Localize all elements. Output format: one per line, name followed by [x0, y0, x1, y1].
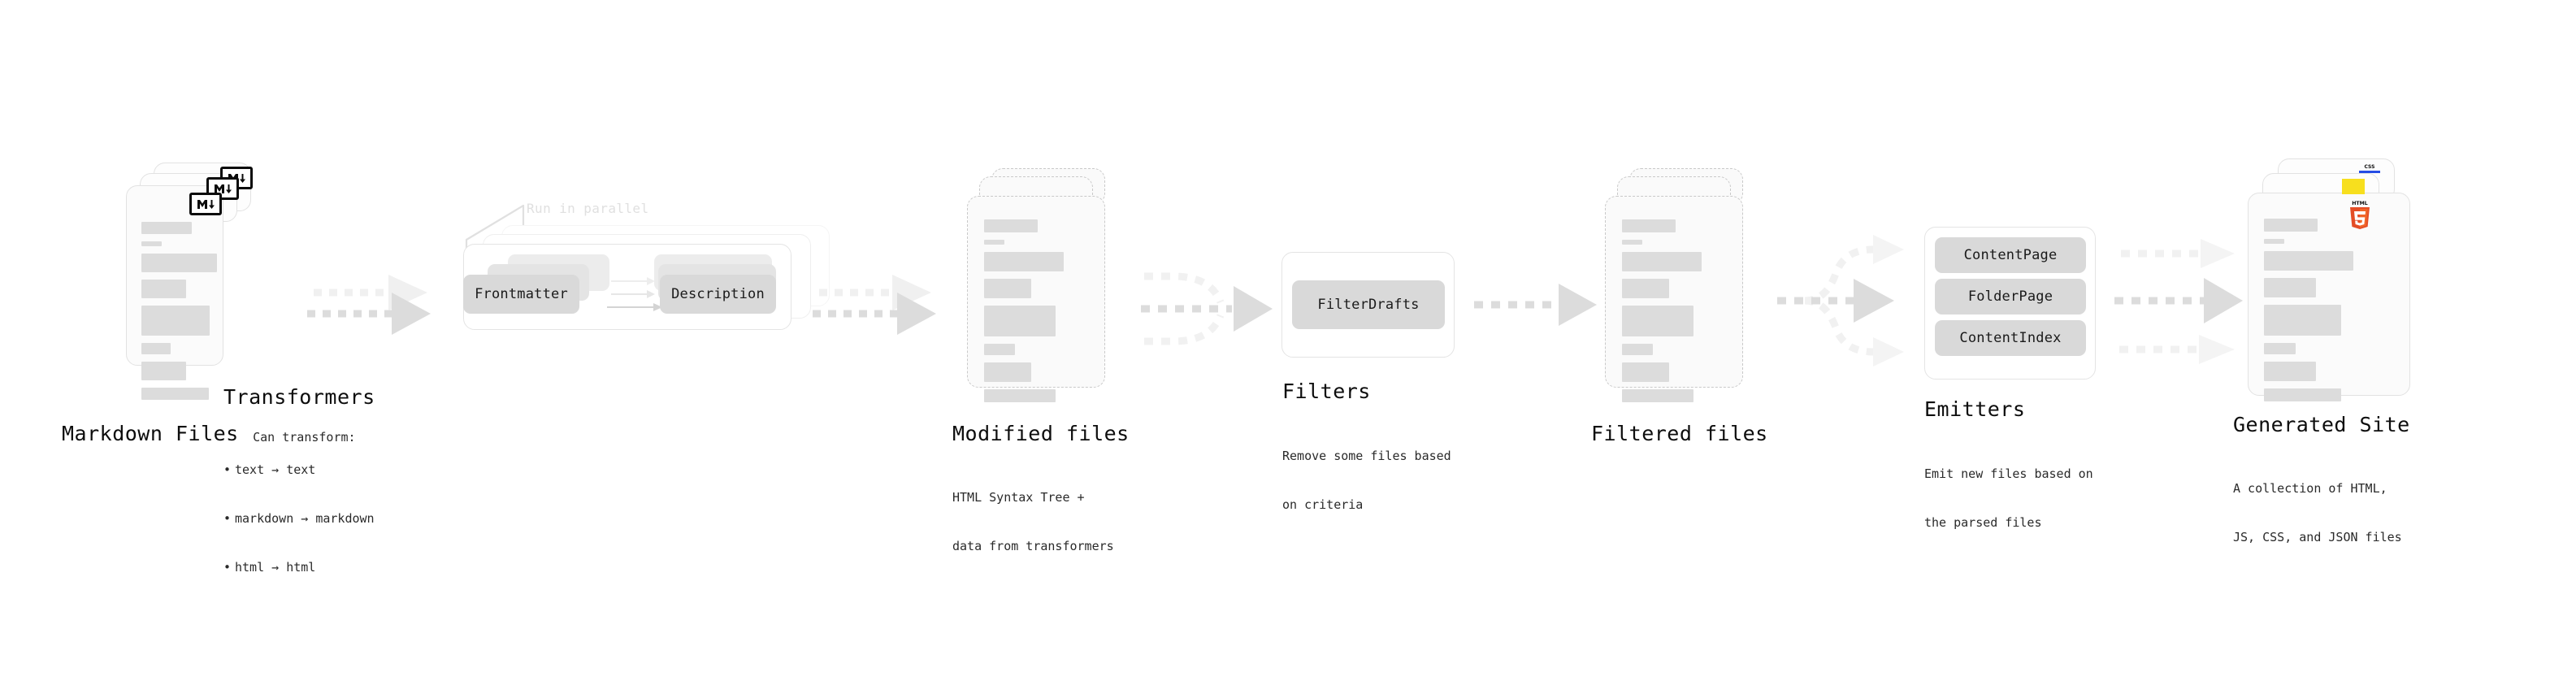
doc-line [141, 306, 210, 336]
modified-files-caption: HTML Syntax Tree + data from transformer… [952, 457, 1114, 587]
doc-line [141, 343, 171, 354]
doc-line [984, 306, 1056, 336]
doc-line [984, 389, 1056, 402]
bullet-dot-icon: • [223, 511, 232, 526]
filters-title: Filters [1282, 380, 1371, 403]
doc-line [2264, 278, 2316, 297]
doc-line [1622, 344, 1653, 355]
doc-line [2264, 388, 2341, 401]
filtered-card-front [1605, 196, 1743, 402]
generated-card-front [2248, 193, 2410, 401]
doc-line [984, 219, 1038, 232]
generated-card-lines [2264, 219, 2395, 409]
css-badge-text: CSS [2364, 164, 2375, 170]
doc-line [1622, 252, 1702, 271]
emitters-title: Emitters [1924, 397, 2026, 421]
doc-line [984, 362, 1031, 382]
arrow-emitters-to-generated [2114, 239, 2243, 364]
transformers-title: Transformers [223, 385, 375, 409]
transform-bullet-markdown: •markdown → markdown [223, 511, 375, 526]
markdown-files-title: Markdown Files [62, 422, 239, 445]
doc-line [1622, 279, 1669, 298]
js-badge [2342, 179, 2365, 194]
doc-line [984, 279, 1031, 298]
markdown-glyph [197, 199, 215, 209]
doc-line [2264, 305, 2341, 336]
filtered-files-title: Filtered files [1591, 422, 1768, 445]
doc-line [1622, 362, 1669, 382]
filter-drafts-pill[interactable]: FilterDrafts [1292, 280, 1445, 329]
run-in-parallel-label: Run in parallel [527, 201, 649, 216]
doc-line [2264, 251, 2353, 271]
generated-caption-line-2: JS, CSS, and JSON files [2233, 530, 2402, 544]
modified-card-front [967, 196, 1105, 402]
can-transform-heading: Can transform: [253, 430, 356, 445]
arrow-modified-to-filters [1141, 272, 1273, 345]
filters-caption: Remove some files based on criteria [1282, 415, 1451, 545]
modified-caption-line-2: data from transformers [952, 539, 1114, 553]
arrow-transformers-to-modified [813, 275, 936, 335]
bullet-dot-icon: • [223, 462, 232, 477]
html5-badge: HTML [2348, 199, 2372, 230]
doc-line [984, 252, 1064, 271]
filters-caption-line-2: on criteria [1282, 497, 1364, 512]
css-badge: CSS [2359, 164, 2380, 175]
transform-bullet-html: •html → html [223, 560, 316, 575]
transform-bullet-text: •text → text [223, 462, 316, 477]
doc-line [984, 344, 1015, 355]
emitters-caption: Emit new files based on the parsed files [1924, 433, 2093, 563]
generated-site-caption: A collection of HTML, JS, CSS, and JSON … [2233, 448, 2402, 578]
filters-caption-line-1: Remove some files based [1282, 449, 1451, 463]
doc-line [2264, 362, 2316, 381]
arrow-filtered-to-emitters [1777, 235, 1904, 367]
emitters-caption-line-2: the parsed files [1924, 515, 2042, 530]
markdown-badge-front [189, 193, 222, 215]
doc-line [141, 280, 186, 298]
generated-site-title: Generated Site [2233, 413, 2410, 436]
content-index-pill[interactable]: ContentIndex [1935, 320, 2086, 356]
html5-badge-icon: HTML [2350, 201, 2370, 229]
bullet-dot-icon: • [223, 560, 232, 575]
description-pill[interactable]: Description [660, 275, 776, 314]
modified-card-lines [984, 219, 1090, 410]
doc-line [141, 241, 162, 246]
doc-line [2264, 239, 2284, 244]
frontmatter-pill[interactable]: Frontmatter [463, 275, 579, 314]
doc-line [141, 388, 209, 400]
arrow-markdown-to-transformers [307, 275, 431, 335]
doc-line [984, 240, 1004, 245]
doc-line [2264, 343, 2296, 354]
folder-page-pill[interactable]: FolderPage [1935, 279, 2086, 314]
css-badge-bar [2359, 171, 2380, 173]
modified-caption-line-1: HTML Syntax Tree + [952, 490, 1085, 505]
doc-line [1622, 306, 1693, 336]
doc-line [1622, 389, 1693, 402]
doc-line [141, 362, 186, 380]
transformers-caption: Can transform: •text → text •markdown → … [223, 413, 375, 608]
transformer-inner-arrows [607, 277, 662, 311]
generated-caption-line-1: A collection of HTML, [2233, 481, 2387, 496]
content-page-pill[interactable]: ContentPage [1935, 237, 2086, 273]
markdown-badge-back-1 [206, 177, 239, 200]
doc-line [141, 222, 192, 234]
markdown-card-lines [141, 222, 217, 407]
filtered-card-lines [1622, 219, 1728, 410]
doc-line [141, 254, 217, 272]
doc-line [1622, 219, 1676, 232]
markdown-card-front [126, 185, 223, 400]
doc-line [1622, 240, 1642, 245]
markdown-glyph [215, 184, 232, 193]
doc-line [2264, 219, 2318, 232]
modified-files-title: Modified files [952, 422, 1130, 445]
emitters-caption-line-1: Emit new files based on [1924, 466, 2093, 481]
arrow-filters-to-filtered [1474, 284, 1597, 326]
svg-text:HTML: HTML [2352, 201, 2368, 206]
